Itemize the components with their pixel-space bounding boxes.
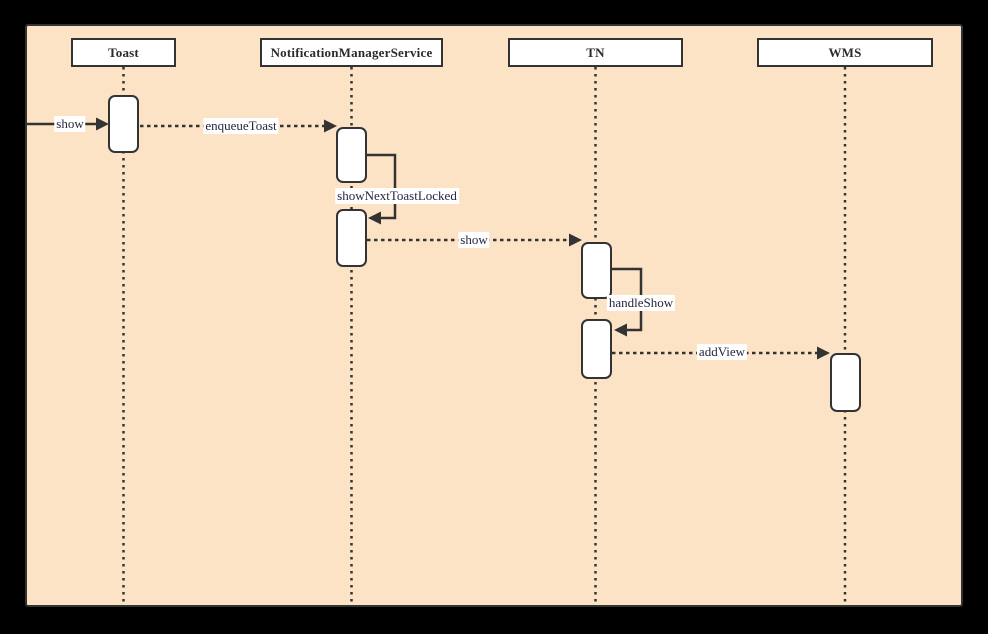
message-label-enqueuetoast: enqueueToast [203, 118, 279, 134]
participant-tn: TN [508, 38, 683, 67]
message-label-handleshow: handleShow [606, 295, 676, 311]
participant-label: Toast [108, 44, 139, 60]
participant-label: WMS [828, 44, 862, 60]
message-label-addview: addView [696, 344, 748, 360]
activation-nms-1 [336, 127, 367, 183]
activation-wms-1 [830, 353, 861, 412]
activation-tn-2 [581, 319, 612, 379]
activation-nms-2 [336, 209, 367, 267]
participant-label: TN [586, 44, 605, 60]
activation-toast-1 [108, 95, 139, 153]
message-label-show: show [458, 232, 490, 248]
diagram-frame [25, 24, 963, 607]
participant-toast: Toast [71, 38, 176, 67]
activation-tn-1 [581, 242, 612, 299]
message-label-shownexttoastlocked: showNextToastLocked [335, 188, 459, 204]
participant-label: NotificationManagerService [270, 44, 433, 60]
participant-wms: WMS [757, 38, 933, 67]
message-label-show-external: show [54, 116, 86, 132]
participant-notificationmanagerservice: NotificationManagerService [260, 38, 443, 67]
